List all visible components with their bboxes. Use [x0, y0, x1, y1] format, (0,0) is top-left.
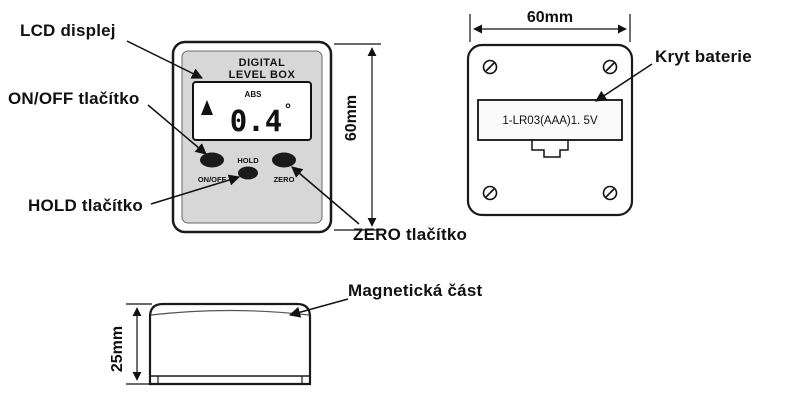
screw-icon: [482, 59, 498, 75]
onoff-button-label: ON/OFF: [198, 175, 227, 184]
callout-zero-arrow: [291, 166, 360, 225]
battery-cover: [477, 99, 623, 141]
callout-zero-label: ZERO tlačítko: [353, 225, 467, 244]
front-view: DIGITAL LEVEL BOX ABS 0.4 ° HOLD ON/OFF …: [171, 40, 381, 234]
hold-button: [238, 166, 258, 180]
screws: [482, 59, 618, 201]
callout-onoff-label: ON/OFF tlačítko: [8, 89, 139, 108]
callout-lcd-label: LCD displej: [20, 21, 116, 40]
lcd-value: 0.4: [230, 104, 282, 138]
hold-button-label: HOLD: [237, 156, 259, 165]
back-view: 60mm 1-LR03(AAA)1. 5V Kryt baterie: [466, 9, 752, 217]
screw-icon: [602, 59, 618, 75]
front-callouts: LCD displej ON/OFF tlačítko HOLD tlačítk…: [8, 21, 467, 244]
battery-latch: [531, 140, 569, 158]
lcd-degree-label: °: [285, 101, 291, 118]
magnet-height-dimension: [126, 303, 152, 385]
brand-line2: LEVEL BOX: [229, 69, 296, 81]
front-height-dimension: [334, 43, 381, 231]
screw-icon: [482, 185, 498, 201]
back-width-dimension: [469, 14, 631, 42]
side-view: 25mm Magnetická část: [109, 281, 482, 386]
callout-battery-label: Kryt baterie: [655, 47, 752, 66]
lcd-mode-label: ABS: [245, 90, 263, 99]
onoff-button: [200, 152, 224, 168]
lcd-arrow-icon: [201, 100, 213, 115]
magnet-height-dimension-label: 25mm: [109, 326, 126, 372]
callout-onoff-arrow: [147, 104, 207, 155]
zero-button: [272, 152, 296, 168]
lcd-display: [192, 81, 312, 141]
zero-button-label: ZERO: [274, 175, 295, 184]
callout-battery-arrow: [595, 63, 653, 102]
magnet-body: [148, 302, 312, 386]
callout-magnet-label: Magnetická část: [348, 281, 482, 300]
front-height-dimension-label: 60mm: [343, 95, 360, 141]
callout-hold-arrow: [150, 174, 241, 205]
callout-magnet-arrow: [288, 298, 349, 318]
brand-line1: DIGITAL: [239, 57, 286, 69]
callout-lcd-arrow: [126, 40, 204, 79]
screw-icon: [602, 185, 618, 201]
battery-cover-text: 1-LR03(AAA)1. 5V: [502, 115, 598, 127]
back-width-dimension-label: 60mm: [527, 9, 573, 26]
callout-hold-label: HOLD tlačítko: [28, 196, 143, 215]
